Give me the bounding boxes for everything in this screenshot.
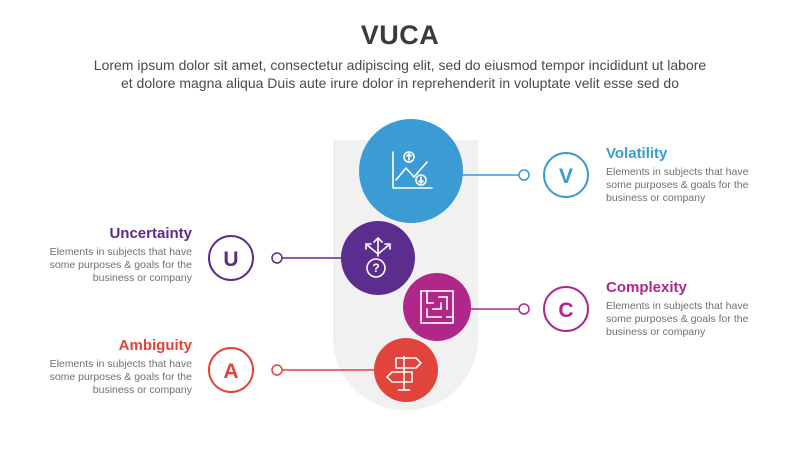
volatility-desc-line-1: Elements in subjects that have xyxy=(606,166,749,178)
signpost-icon xyxy=(386,356,422,391)
uncertainty-desc-line-1: Elements in subjects that have xyxy=(49,246,192,258)
complexity-circle xyxy=(403,273,471,341)
svg-text:?: ? xyxy=(372,261,379,275)
uncertainty-letter-badge: U xyxy=(208,235,254,281)
complexity-letter: C xyxy=(558,299,573,322)
complexity-desc: Elements in subjects that have some purp… xyxy=(606,300,766,339)
page-subtitle: Lorem ipsum dolor sit amet, consectetur … xyxy=(0,56,800,92)
volatility-letter-badge: V xyxy=(543,152,589,198)
ambiguity-desc-line-3: business or company xyxy=(92,384,192,396)
uncertainty-circle xyxy=(341,221,415,295)
uncertainty-desc-line-2: some purposes & goals for the xyxy=(49,259,192,271)
subtitle-line-1: Lorem ipsum dolor sit amet, consectetur … xyxy=(93,57,707,73)
uncertainty-desc-line-3: business or company xyxy=(92,272,192,284)
ambiguity-desc-line-2: some purposes & goals for the xyxy=(49,371,192,383)
ambiguity-desc: Elements in subjects that have some purp… xyxy=(32,358,192,397)
volatility-circle xyxy=(359,119,463,223)
connector-ambiguity xyxy=(271,364,376,376)
complexity-desc-line-3: business or company xyxy=(606,326,706,338)
ambiguity-desc-line-1: Elements in subjects that have xyxy=(49,358,192,370)
ambiguity-letter: A xyxy=(223,360,238,383)
connector-complexity xyxy=(470,303,530,315)
ambiguity-circle xyxy=(374,338,438,402)
chart-arrows-icon xyxy=(392,151,433,189)
uncertainty-title: Uncertainty xyxy=(109,225,192,242)
complexity-title: Complexity xyxy=(606,279,687,296)
ambiguity-letter-badge: A xyxy=(208,347,254,393)
complexity-desc-line-2: some purposes & goals for the xyxy=(606,313,749,325)
uncertainty-letter: U xyxy=(223,248,238,271)
maze-icon xyxy=(420,290,454,324)
complexity-desc-line-1: Elements in subjects that have xyxy=(606,300,749,312)
volatility-letter: V xyxy=(559,165,573,188)
connector-volatility xyxy=(462,169,530,181)
question-head-icon: ? xyxy=(365,237,391,278)
complexity-letter-badge: C xyxy=(543,286,589,332)
volatility-desc-line-3: business or company xyxy=(606,192,706,204)
page-title: VUCA xyxy=(360,20,440,50)
ambiguity-title: Ambiguity xyxy=(118,337,192,354)
uncertainty-desc: Elements in subjects that have some purp… xyxy=(32,246,192,285)
volatility-desc-line-2: some purposes & goals for the xyxy=(606,179,749,191)
volatility-desc: Elements in subjects that have some purp… xyxy=(606,166,766,205)
subtitle-line-2: et dolore magna aliqua Duis aute irure d… xyxy=(120,75,679,91)
volatility-title: Volatility xyxy=(606,145,668,162)
connector-uncertainty xyxy=(271,252,342,264)
